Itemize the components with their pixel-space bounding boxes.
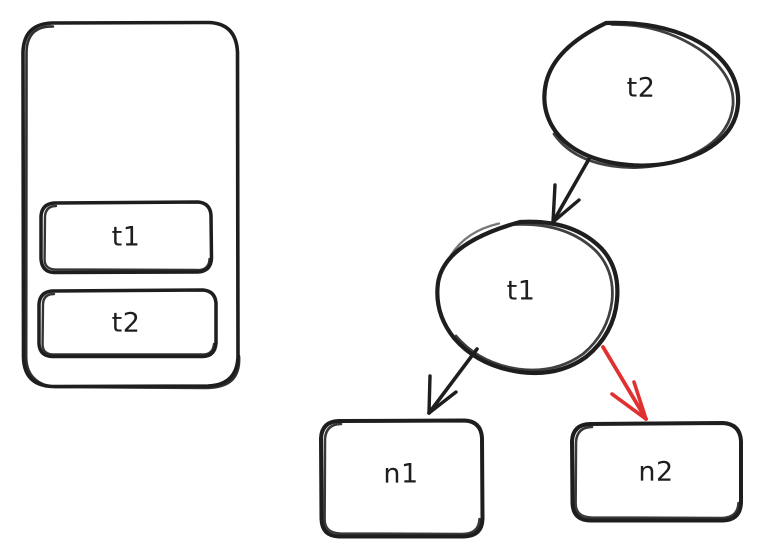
tree-node-n1-outline[interactable] (319, 418, 485, 539)
stack-item-t2-label: t2 (111, 307, 141, 339)
tree-node-n2[interactable] (572, 423, 742, 521)
tree-node-t1-label: t1 (506, 275, 536, 307)
edge-t1-to-n1[interactable] (427, 347, 479, 415)
tree-node-t1[interactable] (434, 219, 618, 374)
tree-node-t2-outline[interactable] (542, 20, 741, 169)
stack-container-outline[interactable] (21, 20, 241, 390)
stack-item-t1[interactable] (41, 202, 212, 273)
tree-node-t2-label: t2 (626, 72, 656, 104)
edge-t1-to-n2-highlighted[interactable] (601, 345, 648, 421)
edge-t2-to-t1[interactable] (551, 157, 591, 224)
tree-node-n2-label: n2 (638, 456, 674, 488)
tree-node-n1[interactable] (321, 420, 483, 537)
tree-node-n1-label: n1 (383, 458, 419, 490)
stack-item-t1-label: t1 (111, 221, 141, 253)
stack-item-t1-outline[interactable] (39, 200, 214, 275)
stack-item-t2[interactable] (39, 290, 217, 357)
tree-node-t2[interactable] (540, 21, 739, 171)
tree-node-t1-outline[interactable] (435, 219, 620, 376)
stack-item-t2-outline[interactable] (37, 288, 218, 359)
tree-node-n2-outline[interactable] (570, 421, 743, 523)
